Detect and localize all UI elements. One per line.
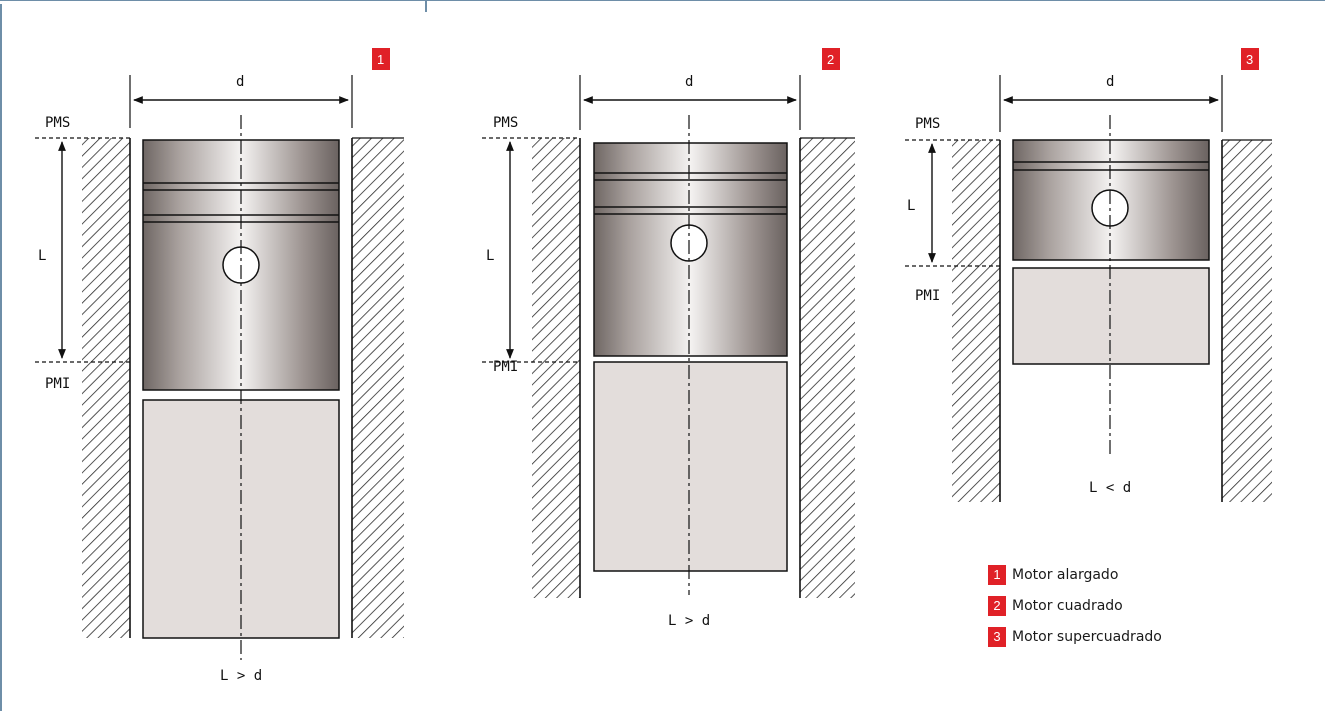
lower-block <box>593 361 788 572</box>
diameter-label: d <box>1106 74 1114 90</box>
pmi-label: PMI <box>915 288 940 304</box>
figure-2: d L PMS PMI L > d 2 <box>482 48 855 629</box>
figure-3: d L PMS PMI L < d 3 <box>905 48 1272 502</box>
pms-label: PMS <box>45 115 70 131</box>
figure-1: d L PMS PMI L > d 1 <box>35 48 404 684</box>
relation-label: L > d <box>220 668 262 684</box>
stroke-label: L <box>486 248 494 264</box>
badge-number: 1 <box>377 52 384 67</box>
stroke-label: L <box>907 198 915 214</box>
legend: 1 Motor alargado 2 Motor cuadrado 3 Moto… <box>988 563 1162 656</box>
legend-item: 1 Motor alargado <box>988 563 1162 586</box>
cylinder-wall-left <box>82 138 130 638</box>
pms-label: PMS <box>915 116 940 132</box>
cylinder-wall-right <box>800 138 855 598</box>
legend-item: 3 Motor supercuadrado <box>988 625 1162 648</box>
relation-label: L < d <box>1089 480 1131 496</box>
legend-item: 2 Motor cuadrado <box>988 594 1162 617</box>
frame-top-line-left <box>0 0 425 1</box>
cylinder-wall-right <box>352 138 404 638</box>
relation-label: L > d <box>668 613 710 629</box>
legend-number: 2 <box>988 595 1006 616</box>
legend-number: 3 <box>988 626 1006 647</box>
pmi-label: PMI <box>493 359 518 375</box>
frame-tick <box>425 0 427 12</box>
lower-block <box>1012 267 1210 365</box>
legend-text: Motor supercuadrado <box>1012 628 1162 645</box>
cylinder-wall-left <box>532 138 580 598</box>
badge-number: 3 <box>1246 52 1253 67</box>
diameter-label: d <box>685 74 693 90</box>
badge <box>372 48 390 70</box>
cylinder-wall-left <box>952 140 1000 502</box>
frame-top-line-right <box>425 0 1325 1</box>
legend-text: Motor alargado <box>1012 566 1119 583</box>
legend-text: Motor cuadrado <box>1012 597 1123 614</box>
badge <box>822 48 840 70</box>
pms-label: PMS <box>493 115 518 131</box>
diameter-label: d <box>236 74 244 90</box>
cylinder-wall-right <box>1222 140 1272 502</box>
pmi-label: PMI <box>45 376 70 392</box>
badge-number: 2 <box>827 52 834 67</box>
badge <box>1241 48 1259 70</box>
frame-left-line <box>0 4 2 711</box>
stroke-label: L <box>38 248 46 264</box>
legend-number: 1 <box>988 564 1006 585</box>
